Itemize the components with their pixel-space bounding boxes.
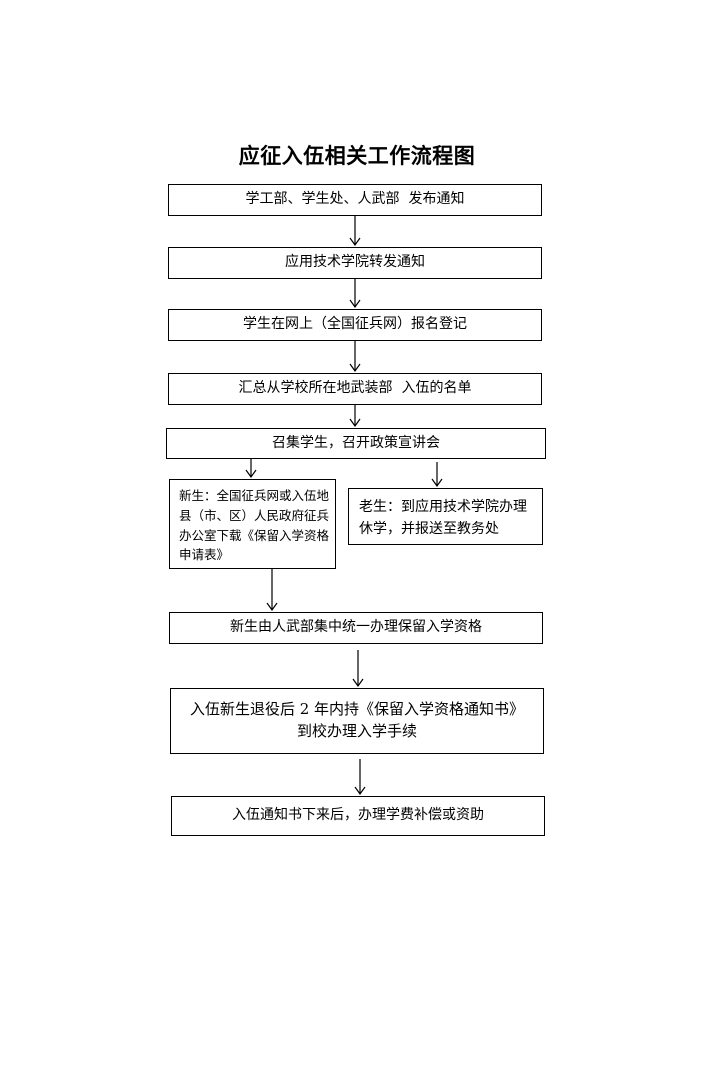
step-forward-notice: 应用技术学院转发通知 <box>168 247 542 279</box>
step-tuition-compensation: 入伍通知书下来后，办理学费补偿或资助 <box>171 796 545 836</box>
step-policy-briefing-label: 召集学生，召开政策宣讲会 <box>272 434 440 451</box>
step-return-enrollment-line2: 到校办理入学手续 <box>296 722 417 740</box>
step-old-student-suspend: 老生：到应用技术学院办理休学，并报送至教务处 <box>348 488 543 545</box>
step-return-enrollment-line1: 入伍新生退役后 2 年内持《保留入学资格通知书》 <box>189 700 525 719</box>
step-summarize-list-label: 汇总从学校所在地武装部 入伍的名单 <box>238 380 472 397</box>
step-policy-briefing: 召集学生，召开政策宣讲会 <box>166 428 546 459</box>
step-online-registration-label: 学生在网上（全国征兵网）报名登记 <box>243 316 467 333</box>
step-old-student-suspend-label: 老生：到应用技术学院办理休学，并报送至教务处 <box>359 499 527 537</box>
arrow-5-to-old <box>431 462 443 488</box>
step-retain-enrollment: 新生由人武部集中统一办理保留入学资格 <box>169 612 543 644</box>
step-online-registration: 学生在网上（全国征兵网）报名登记 <box>168 309 542 341</box>
step-return-enrollment: 入伍新生退役后 2 年内持《保留入学资格通知书》 到校办理入学手续 <box>170 688 544 754</box>
arrow-1-to-2 <box>349 216 361 247</box>
page-title: 应征入伍相关工作流程图 <box>238 144 476 168</box>
arrow-retain-to-return <box>352 650 364 688</box>
arrow-new-to-retain <box>266 569 278 612</box>
arrow-4-to-5 <box>349 405 361 428</box>
step-publish-notice: 学工部、学生处、人武部 发布通知 <box>168 184 542 216</box>
step-summarize-list: 汇总从学校所在地武装部 入伍的名单 <box>168 373 542 405</box>
arrow-return-to-tuition <box>354 759 366 796</box>
step-new-student-download-label: 新生：全国征兵网或入伍地县（市、区）人民政府征兵办公室下载《保留入学资格申请表》 <box>179 488 330 563</box>
step-retain-enrollment-label: 新生由人武部集中统一办理保留入学资格 <box>230 619 482 636</box>
step-new-student-download: 新生：全国征兵网或入伍地县（市、区）人民政府征兵办公室下载《保留入学资格申请表》 <box>169 479 336 569</box>
arrow-5-to-new <box>245 459 257 479</box>
step-publish-notice-label: 学工部、学生处、人武部 发布通知 <box>245 191 465 208</box>
step-forward-notice-label: 应用技术学院转发通知 <box>285 254 425 271</box>
arrow-2-to-3 <box>349 279 361 309</box>
step-tuition-compensation-label: 入伍通知书下来后，办理学费补偿或资助 <box>232 807 484 824</box>
arrow-3-to-4 <box>349 341 361 373</box>
